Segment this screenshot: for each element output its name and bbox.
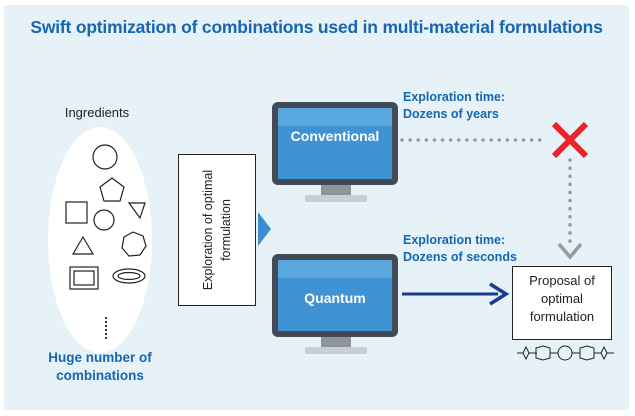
exploration-box-line2: formulation <box>219 199 233 261</box>
exploration-box-line1: Exploration of optimal <box>200 169 215 291</box>
quantum-screen-label: Quantum <box>304 290 366 306</box>
huge-combinations-line2: combinations <box>56 368 144 384</box>
proposal-line2: optimal <box>541 291 583 307</box>
more-dots-icon <box>104 316 108 340</box>
exploration-box: Exploration of optimal formulation <box>178 154 256 306</box>
quantum-computer-icon <box>272 254 398 354</box>
conventional-time-label: Exploration time: Dozens of years <box>403 89 505 123</box>
ingredients-ellipse <box>48 127 152 353</box>
heptagon-shape-icon <box>121 231 147 257</box>
circle-shape-icon-2 <box>93 209 115 231</box>
conventional-time-line1: Exploration time: <box>403 90 506 104</box>
rectangle-shape-icon <box>69 266 99 290</box>
triangle-up-shape-icon <box>71 235 95 255</box>
cross-icon <box>551 121 589 159</box>
square-shape-icon <box>65 201 88 224</box>
huge-combinations-line1: Huge number of <box>48 350 152 365</box>
pentagon-shape-icon <box>99 177 125 202</box>
conventional-computer-icon <box>272 102 398 202</box>
quantum-time-line1: Exploration time: <box>403 233 506 247</box>
ellipse-inner-shape-icon <box>117 271 141 281</box>
triangle-shape-icon <box>127 202 146 220</box>
diagram-title: Swift optimization of combinations used … <box>30 17 603 37</box>
quantum-time-label: Exploration time: Dozens of seconds <box>403 232 517 266</box>
conventional-time-line2: Dozens of years <box>403 106 499 121</box>
down-chevron-icon <box>557 242 583 260</box>
proposal-box: Proposal of optimal formulation <box>512 266 612 340</box>
proposal-line1: Proposal of <box>529 273 595 288</box>
flow-arrow-icon <box>258 212 271 246</box>
huge-combinations-label: Huge number of combinations <box>35 349 165 385</box>
proposal-line3: formulation <box>529 309 595 325</box>
circle-shape-icon <box>92 144 118 170</box>
exploration-box-text: Exploration of optimal formulation <box>199 170 235 290</box>
quantum-arrow-head-icon <box>489 282 510 306</box>
ingredients-label: Ingredients <box>64 105 130 120</box>
quantum-time-line2: Dozens of seconds <box>403 249 517 264</box>
molecule-chain-icon <box>517 345 614 361</box>
rectangle-inner-shape-icon <box>73 270 95 286</box>
conventional-screen-label: Conventional <box>290 128 380 144</box>
ellipse-shape-icon <box>112 268 146 284</box>
